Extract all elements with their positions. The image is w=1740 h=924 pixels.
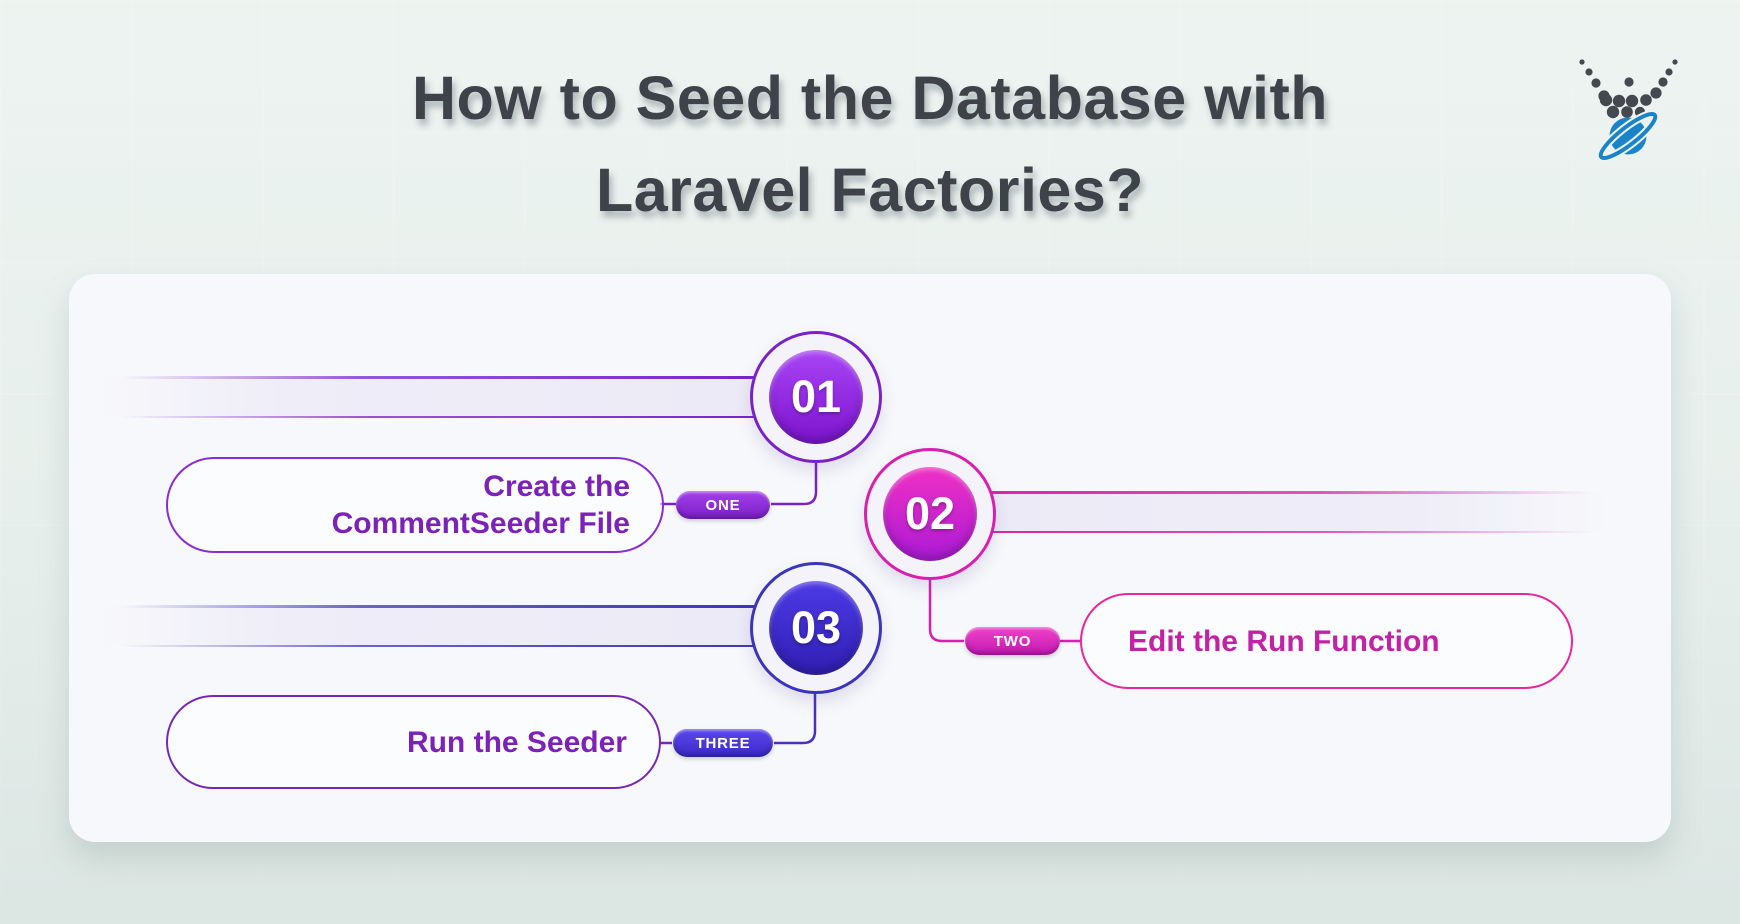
step-3-circle: 03 xyxy=(750,562,882,694)
step-2-number: 02 xyxy=(883,467,977,561)
step-1-label-pill: Create the CommentSeeder File xyxy=(166,457,664,553)
step-3-label: Run the Seeder xyxy=(406,725,627,759)
step-1-label-line-2: CommentSeeder File xyxy=(331,507,630,540)
step-1-number: 01 xyxy=(769,350,863,444)
step-1-circle: 01 xyxy=(750,331,882,463)
step-1-label: Create the CommentSeeder File xyxy=(332,468,630,542)
page-title: How to Seed the Database with Laravel Fa… xyxy=(0,52,1740,236)
page-title-line-2: Laravel Factories? xyxy=(595,156,1145,224)
step-1-badge: ONE xyxy=(676,491,770,519)
step-3-badge: THREE xyxy=(673,729,773,757)
step-2-progress-bar xyxy=(950,491,1620,533)
step-3-progress-bar xyxy=(95,605,765,647)
step-2-circle: 02 xyxy=(864,448,996,580)
logo-dots xyxy=(1579,59,1678,119)
step-2-label: Edit the Run Function xyxy=(1128,624,1440,658)
step-3-number: 03 xyxy=(769,581,863,675)
page-title-line-1: How to Seed the Database with xyxy=(411,64,1329,132)
brand-logo xyxy=(1579,59,1678,162)
step-1-label-line-1: Create the xyxy=(483,470,630,503)
step-1-progress-bar xyxy=(95,376,765,418)
step-3-label-pill: Run the Seeder xyxy=(166,695,661,789)
step-2-badge: TWO xyxy=(965,627,1060,655)
step-2-label-pill: Edit the Run Function xyxy=(1080,593,1573,689)
planet-icon xyxy=(1596,110,1660,162)
